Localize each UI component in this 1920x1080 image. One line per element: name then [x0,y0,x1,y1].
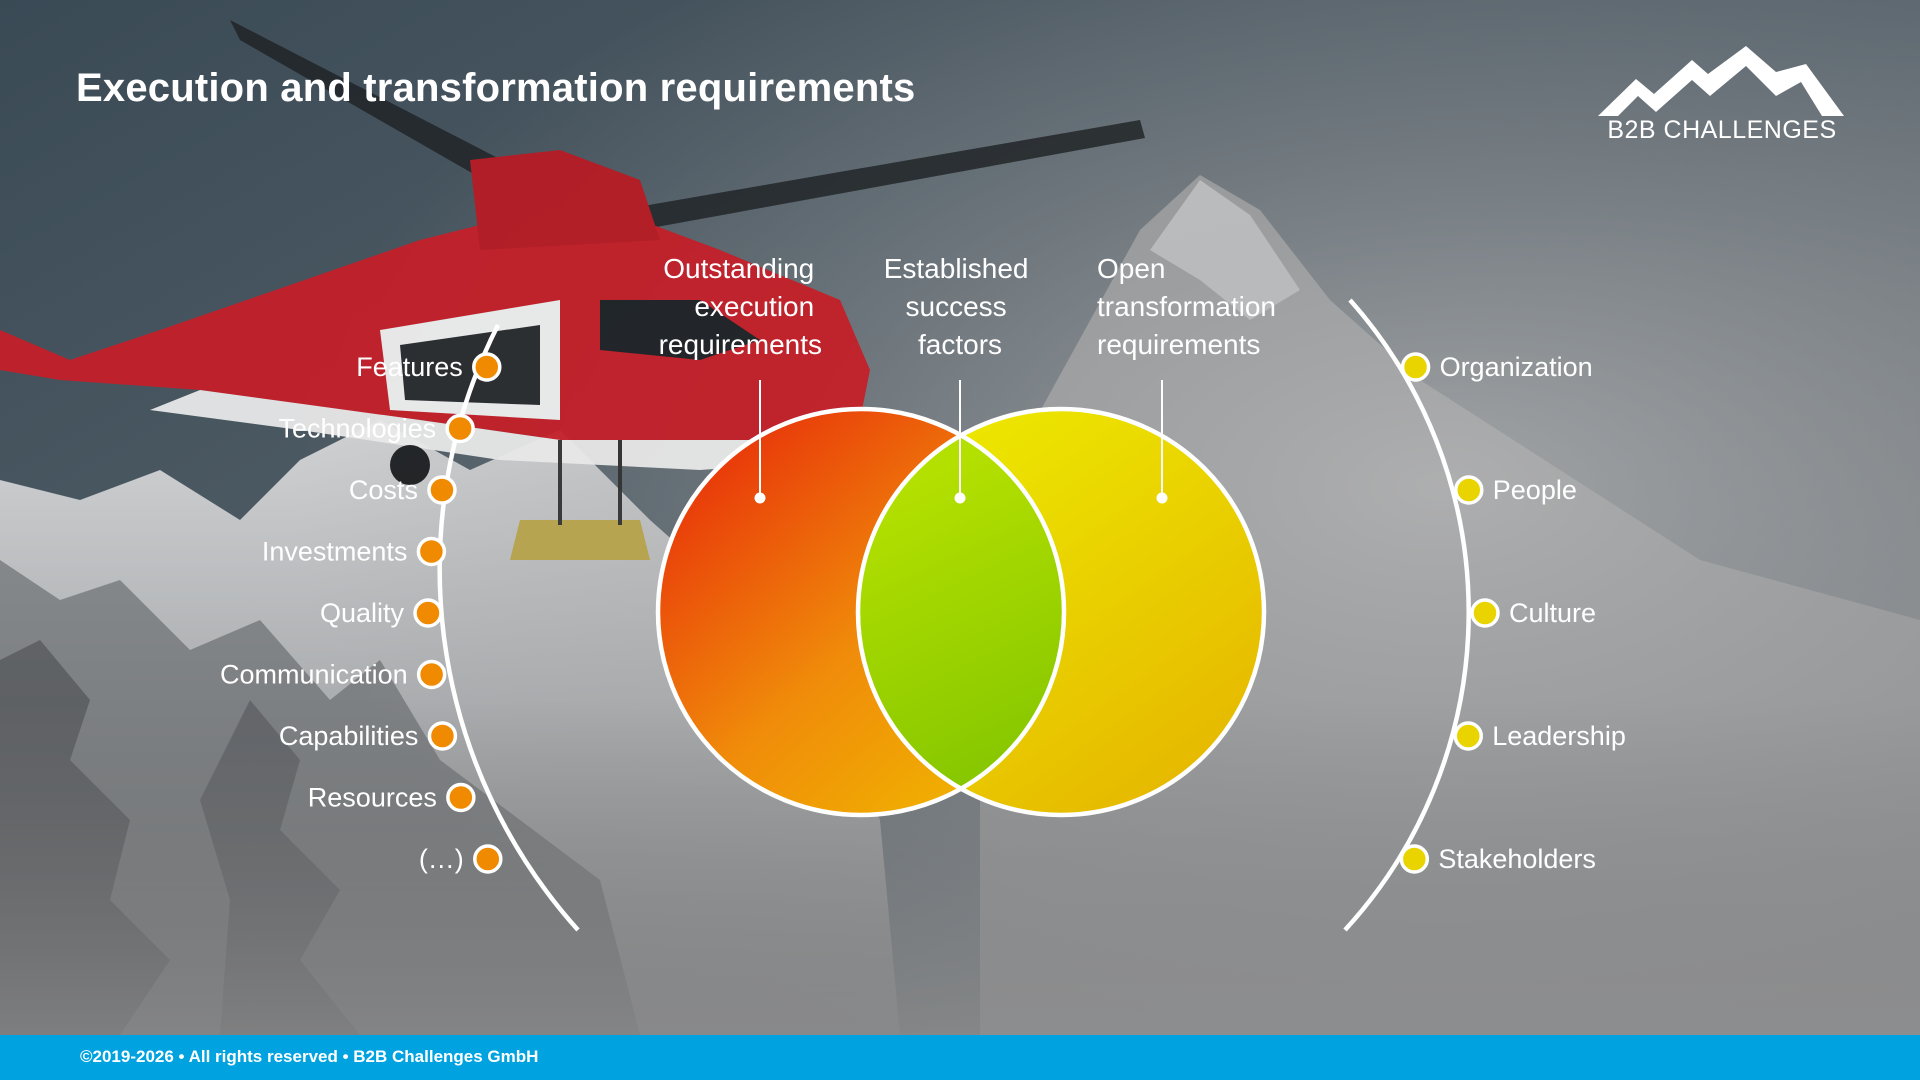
execution-circle-outline [655,406,1067,818]
item-label: Culture [1509,598,1596,628]
item-dot [472,352,502,382]
item-dot [446,782,476,813]
transformation-item-leadership: Leadership [1453,721,1626,751]
page-title: Execution and transformation requirement… [76,66,916,110]
item-dot [416,659,447,690]
item-label: (…) [419,844,464,874]
logo-text: B2B CHALLENGES [1607,116,1837,144]
transformation-label: Open transformation requirements [1097,253,1284,360]
execution-item-technologies: Technologies [279,413,475,444]
company-logo: B2B CHALLENGES [1596,44,1846,154]
transformation-item-stakeholders: Stakeholders [1399,844,1596,874]
item-dot [427,475,457,505]
helicopter-icon [0,20,1145,560]
execution-item-capabilities: Capabilities [279,721,458,751]
item-dot [473,844,503,874]
item-label: Resources [308,783,437,813]
item-label: Costs [349,475,418,505]
item-label: Organization [1440,352,1593,382]
transformation-pointer [1156,380,1168,504]
transformation-arc [1343,298,1471,932]
transformation-circle-outline [855,406,1267,818]
item-label: Technologies [279,414,437,444]
execution-item-costs: Costs [349,475,457,505]
mountain-peaks-logo-icon [1598,46,1844,116]
item-label: Leadership [1492,721,1626,751]
execution-item-communication: Communication [220,659,447,690]
transformation-item-people: People [1454,475,1577,505]
execution-item-investments: Investments [262,536,447,567]
execution-label: Outstanding execution requirements [659,253,822,360]
transformation-list: OrganizationPeopleCultureLeadershipStake… [1399,352,1626,874]
copyright-text: ©2019-2026 • All rights reserved • B2B C… [80,1047,539,1066]
item-dot [445,413,475,444]
item-label: People [1493,475,1577,505]
success-factors-intersection [858,409,1064,815]
item-dot [1399,844,1430,874]
transformation-item-organization: Organization [1400,352,1593,382]
execution-item-features: Features [356,352,502,382]
footer-bar: ©2019-2026 • All rights reserved • B2B C… [0,1035,1920,1080]
execution-arc [437,323,580,932]
item-dot [1400,352,1431,382]
execution-list: FeaturesTechnologiesCostsInvestmentsQual… [220,352,503,874]
execution-item-resources: Resources [308,782,476,813]
item-label: Features [356,352,463,382]
transformation-item-culture: Culture [1470,598,1596,628]
item-label: Capabilities [279,721,419,751]
item-dot [1453,721,1483,751]
success-factors-pointer [954,380,966,504]
execution-pointer [754,380,766,504]
item-dot [1454,475,1484,505]
item-label: Communication [220,660,408,690]
item-label: Quality [320,598,405,628]
item-dot [413,598,443,628]
item-dot [427,721,458,751]
item-label: Investments [262,537,408,567]
execution-item-more: (…) [419,844,503,874]
item-dot [1470,598,1500,628]
success-factors-label: Established success factors [884,253,1037,360]
item-dot [416,536,447,567]
execution-item-quality: Quality [320,598,443,628]
item-label: Stakeholders [1438,844,1596,874]
